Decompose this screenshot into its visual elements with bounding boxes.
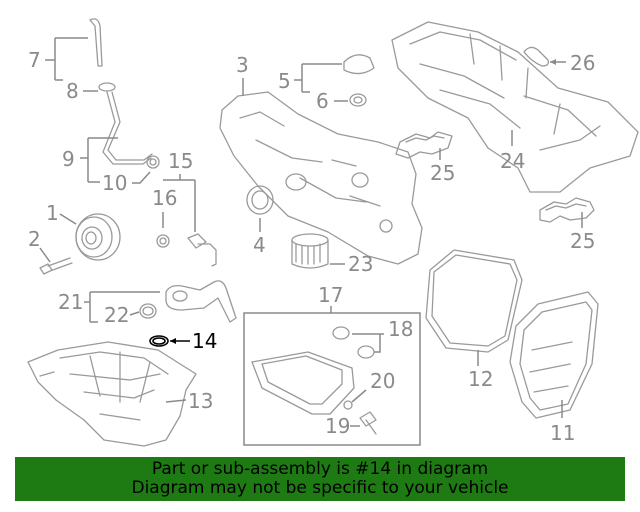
callout-22: 22	[104, 303, 140, 327]
callout-19-label: 19	[325, 414, 350, 438]
valve-cover	[509, 291, 599, 419]
gasket-12	[425, 249, 523, 353]
callout-3: 3	[236, 53, 249, 96]
dipstick-assembly	[89, 18, 160, 169]
callout-7-label: 7	[28, 48, 41, 72]
callout-9: 9	[62, 137, 118, 183]
callout-23-label: 23	[348, 252, 373, 276]
callout-2-label: 2	[28, 227, 41, 251]
callout-26-label: 26	[570, 51, 595, 75]
callout-15: 15	[163, 149, 196, 232]
callout-7: 7	[28, 37, 88, 81]
callout-13: 13	[165, 389, 213, 413]
callout-20-label: 20	[370, 369, 395, 393]
callout-23: 23	[330, 252, 373, 276]
callout-24: 24	[500, 130, 525, 173]
callout-12-label: 12	[468, 367, 493, 391]
timing-cover	[219, 91, 423, 265]
callout-10: 10	[102, 171, 151, 195]
info-banner: Part or sub-assembly is #14 in diagram D…	[15, 457, 625, 501]
callout-13-label: 13	[188, 389, 213, 413]
filler-cap	[343, 54, 375, 75]
pressure-switch	[187, 233, 217, 267]
callout-21-label: 21	[58, 290, 83, 314]
sub-assembly-box	[243, 312, 421, 446]
gasket-25a	[395, 131, 453, 159]
callout-1-label: 1	[46, 201, 59, 225]
banner-line-1: Part or sub-assembly is #14 in diagram	[151, 459, 489, 479]
callout-4: 4	[253, 218, 266, 257]
callout-25b: 25	[570, 212, 595, 253]
callout-21: 21	[58, 290, 160, 323]
intake-manifold	[391, 21, 639, 193]
callout-2: 2	[28, 227, 51, 263]
callout-6-label: 6	[316, 89, 329, 113]
callout-5: 5	[278, 63, 342, 93]
callout-20: 20	[351, 369, 395, 403]
callout-12: 12	[468, 350, 493, 391]
seal-4	[246, 185, 274, 215]
seal-16	[156, 234, 170, 248]
callout-16: 16	[152, 186, 177, 228]
callout-18: 18	[352, 317, 413, 353]
callout-25a-label: 25	[430, 161, 455, 185]
oil-pan	[27, 341, 197, 447]
pulley-bolt	[39, 257, 73, 275]
callout-8-label: 8	[66, 79, 79, 103]
banner-line-2: Diagram may not be specific to your vehi…	[131, 478, 509, 498]
gasket-6	[349, 93, 367, 107]
oil-filter	[291, 233, 329, 269]
callout-9-label: 9	[62, 147, 75, 171]
callout-10-label: 10	[102, 171, 127, 195]
callout-14: 14	[170, 329, 217, 353]
callout-18-label: 18	[388, 317, 413, 341]
callout-11-label: 11	[550, 421, 575, 445]
callout-1: 1	[46, 201, 77, 225]
callout-16-label: 16	[152, 186, 177, 210]
callout-25b-label: 25	[570, 229, 595, 253]
callout-24-label: 24	[500, 149, 525, 173]
gasket-22	[139, 303, 157, 319]
callout-11: 11	[550, 400, 575, 445]
gasket-25b	[539, 197, 595, 223]
callout-17: 17	[318, 283, 343, 313]
callout-26: 26	[550, 51, 595, 75]
callout-5-label: 5	[278, 69, 291, 93]
o-ring-14	[149, 335, 169, 347]
callout-4-label: 4	[253, 233, 266, 257]
callout-8: 8	[66, 79, 98, 103]
callout-22-label: 22	[104, 303, 129, 327]
callout-3-label: 3	[236, 53, 249, 77]
callout-17-label: 17	[318, 283, 343, 307]
seal-26	[523, 46, 550, 67]
crank-pulley	[75, 213, 121, 261]
callout-6: 6	[316, 89, 348, 113]
callout-25a: 25	[430, 148, 455, 185]
callout-15-label: 15	[168, 149, 193, 173]
callout-19: 19	[325, 414, 360, 438]
callout-14-label: 14	[192, 329, 217, 353]
oil-pipe	[165, 280, 237, 323]
